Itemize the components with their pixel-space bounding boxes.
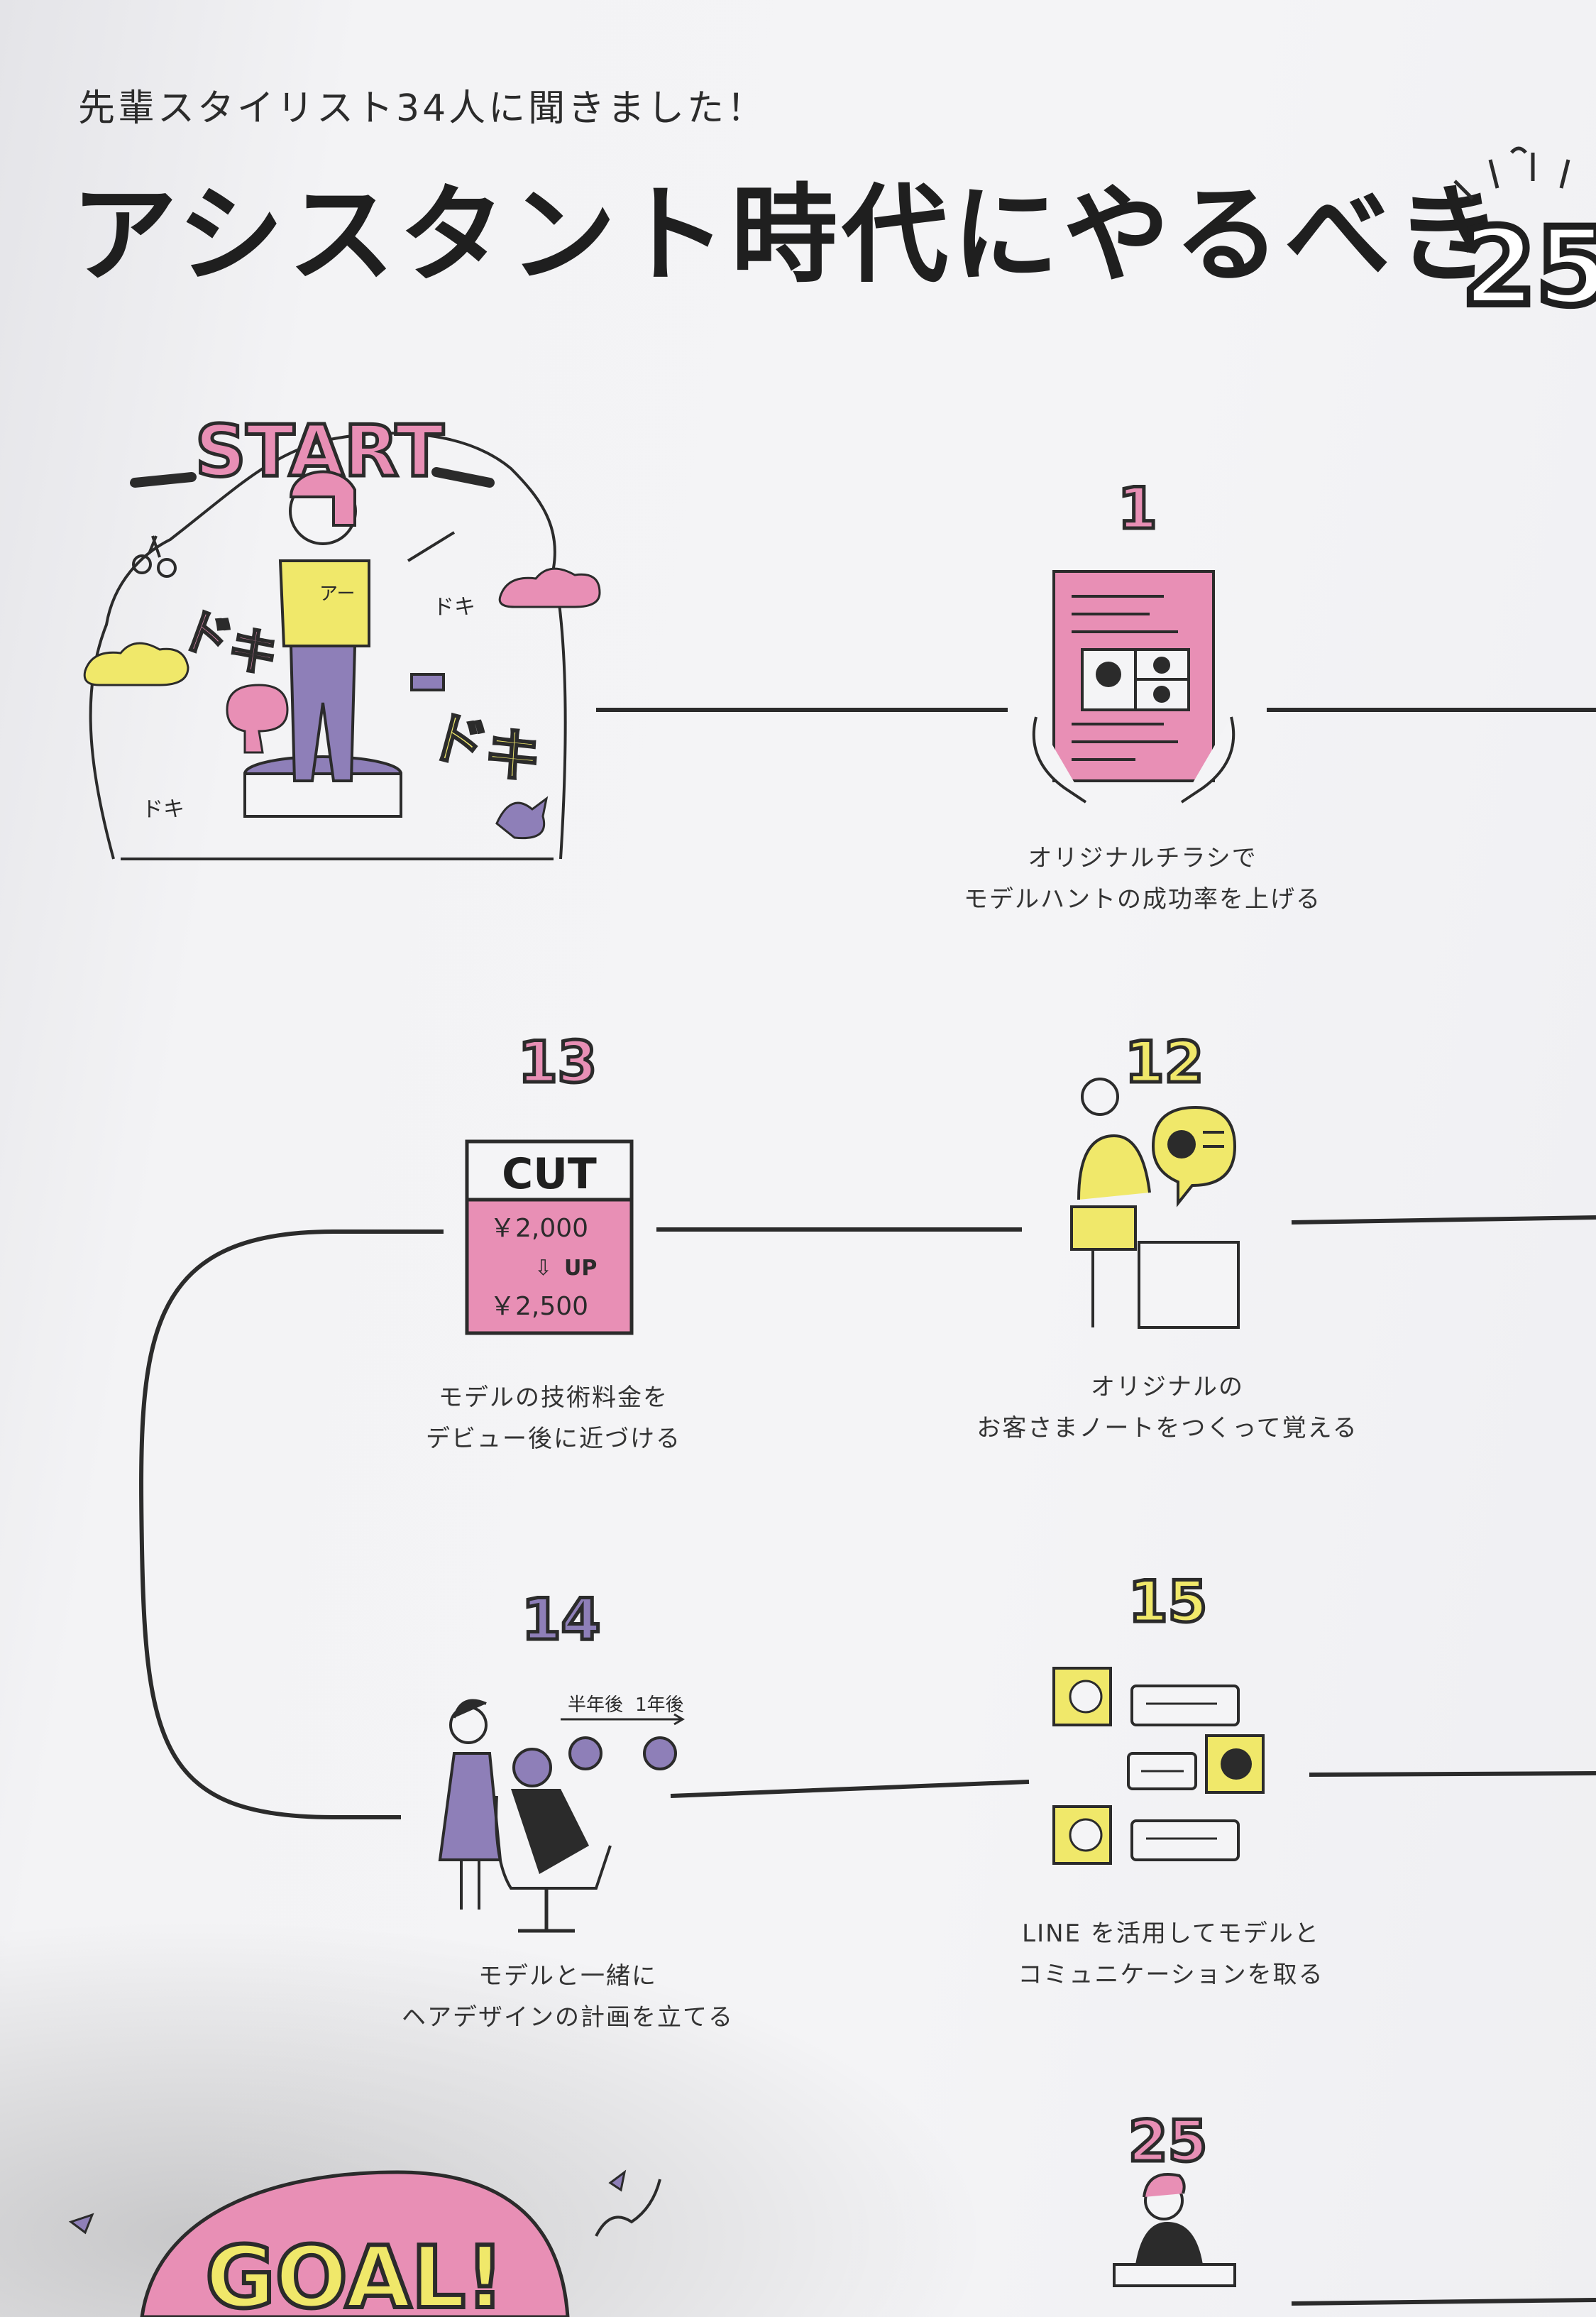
doki-1: ドキ (173, 599, 287, 688)
path-lines (139, 708, 1596, 2306)
step25-illustration (1113, 2173, 1236, 2287)
step-1-caption: オリジナルチラシで モデルハントの成功率を上げる (923, 838, 1363, 920)
doki-2: ドキ (422, 702, 549, 795)
flyer-illustration (1032, 570, 1235, 804)
up-label: UP (564, 1256, 597, 1281)
step-13-caption: モデルの技術料金を デビュー後に近づける (341, 1377, 766, 1459)
line-chat-illustration (1052, 1667, 1265, 1865)
step-12-line1: オリジナルの (1091, 1373, 1244, 1401)
price-after: ￥2,500 (490, 1292, 588, 1321)
shirt-text: アー (319, 584, 355, 605)
hair-design-plan-illustration: 半年後 1年後 (438, 1694, 685, 1933)
goal-banner: GOAL! (205, 2229, 504, 2317)
step-number-12: 12 (1123, 1028, 1205, 1097)
step-1-line1: オリジナルチラシで (1028, 844, 1257, 872)
cut-title: CUT (502, 1149, 597, 1199)
step-15-line2: コミュニケーションを取る (1018, 1961, 1324, 1989)
cut-price-sign: CUT ￥2,000 ⇩ UP ￥2,500 (465, 1139, 634, 1335)
customer-note-illustration (1070, 1078, 1240, 1329)
sparkle-icon (1453, 146, 1570, 200)
step-12-caption: オリジナルの お客さまノートをつくって覚える (937, 1366, 1398, 1449)
step-12-line2: お客さまノートをつくって覚える (976, 1414, 1358, 1442)
doki-4: ドキ (142, 797, 185, 822)
down-arrow-icon: ⇩ (534, 1256, 552, 1281)
step-number-1: 1 (1116, 474, 1160, 544)
step-13-line2: デビュー後に近づける (426, 1425, 681, 1453)
title-number: 25 (1458, 202, 1596, 333)
page-title: アシスタント時代にやるべき (71, 174, 1507, 297)
timeline-one-year: 1年後 (635, 1694, 684, 1716)
step-1-line2: モデルハントの成功率を上げる (964, 885, 1321, 914)
goal-illustration: GOAL! (68, 2169, 661, 2317)
start-illustration: START アー ドキ ドキ ドキ ドキ (83, 408, 601, 860)
step-number-13: 13 (516, 1028, 598, 1097)
step-number-25: 25 (1126, 2107, 1209, 2176)
step-number-15: 15 (1126, 1567, 1209, 1637)
step-13-line1: モデルの技術料金を (439, 1384, 668, 1412)
page-subtitle: 先輩スタイリスト34人に聞きました！ (78, 87, 767, 130)
step-15-caption: LINE を活用してモデルと コミュニケーションを取る (944, 1913, 1398, 1995)
step-14-caption: モデルと一緒に ヘアデザインの計画を立てる (341, 1956, 795, 2038)
step-number-14: 14 (519, 1585, 602, 1655)
step-15-line1: LINE を活用してモデルと (1022, 1919, 1320, 1948)
timeline-half-year: 半年後 (568, 1694, 623, 1716)
doki-3: ドキ (433, 595, 475, 620)
step-14-line2: ヘアデザインの計画を立てる (402, 2003, 734, 2032)
step-14-line1: モデルと一緒に (478, 1962, 657, 1990)
price-before: ￥2,000 (490, 1214, 588, 1243)
